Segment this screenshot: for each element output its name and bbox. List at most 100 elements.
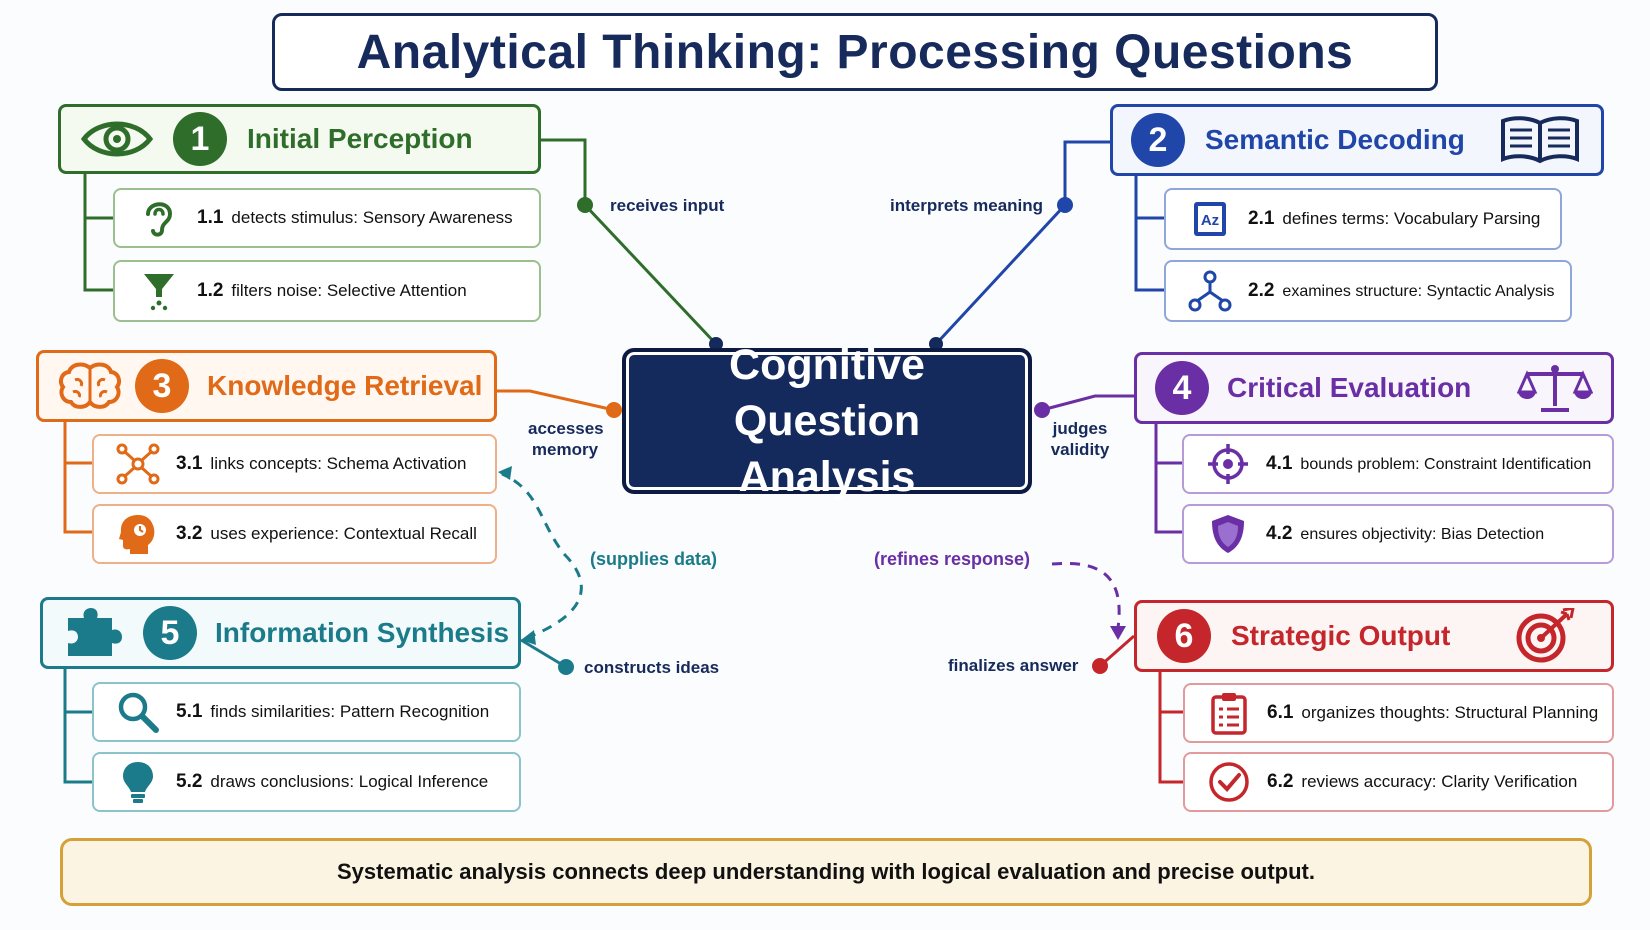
sub-5-2-id: 5.2 [176,771,203,792]
sub-4-2-id: 4.2 [1266,523,1293,544]
node-5-number: 5 [143,606,197,660]
sub-5-2-text: draws conclusions: Logical Inference [210,772,489,791]
node-4-number: 4 [1155,361,1209,415]
page-title: Analytical Thinking: Processing Question… [356,25,1354,79]
node-2-number: 2 [1131,113,1185,167]
node-4-label: Critical Evaluation [1227,372,1472,403]
tree-3 [63,420,92,534]
sub-1-2-id: 1.2 [197,280,224,301]
funnel-icon [137,269,181,313]
node-6-number: 6 [1157,609,1211,663]
sub-1-2-text: filters noise: Selective Attention [231,281,467,300]
sub-5-1-id: 5.1 [176,701,203,722]
sub-6-2-id: 6.2 [1267,771,1294,792]
sub-6-2[interactable]: 6.2 reviews accuracy: Clarity Verificatio… [1183,752,1614,812]
sub-4-1-id: 4.1 [1266,453,1293,474]
sub-6-1[interactable]: 6.1 organizes thoughts: Structural Planni… [1183,683,1614,743]
connector-4-dot [1034,402,1050,418]
network-icon [116,442,160,486]
connector-2-dot [1057,197,1073,213]
label-receives-input: receives input [610,196,725,215]
lightbulb-icon [116,760,160,804]
label-refines-response: (refines response) [874,549,1031,569]
sub-1-2[interactable]: 1.2 filters noise: Selective Attention [113,260,541,322]
label-constructs-ideas: constructs ideas [584,658,720,677]
connector-4 [1041,394,1134,412]
node-1-label: Initial Perception [247,123,473,154]
sub-3-2[interactable]: 3.2 uses experience: Contextual Recall [92,504,497,564]
sub-4-2-text: ensures objectivity: Bias Detection [1300,526,1545,543]
connector-1 [539,138,718,346]
sub-2-2-id: 2.2 [1248,280,1275,301]
footer-summary: Systematic analysis connects deep unders… [60,838,1592,906]
sub-4-2[interactable]: 4.2 ensures objectivity: Bias Detection [1182,504,1614,564]
sub-6-1-text: organizes thoughts: Structural Planning [1301,703,1599,722]
central-node-label: Cognitive Question Analysis [729,341,925,501]
node-2-label: Semantic Decoding [1205,124,1465,155]
tree-1 [83,172,113,292]
brain-icon [55,362,125,410]
sub-3-2-id: 3.2 [176,523,203,544]
node-6-header[interactable]: 6 Strategic Output [1134,600,1614,672]
sub-5-1[interactable]: 5.1 finds similarities: Pattern Recogniti… [92,682,521,742]
sub-1-1-id: 1.1 [197,207,224,228]
supplies-data-arrowhead-top [498,466,512,480]
scales-icon [1517,362,1593,414]
target-icon [1513,608,1575,664]
connector-2-end [929,337,943,351]
label-supplies-data: (supplies data) [590,549,718,569]
connector-2 [934,140,1110,346]
connector-5 [520,638,567,669]
sub-2-2[interactable]: 2.2 examines structure: Syntactic Analysi… [1164,260,1572,322]
sub-5-2[interactable]: 5.2 draws conclusions: Logical Inference [92,752,521,812]
sub-6-2-text: reviews accuracy: Clarity Verification [1301,772,1578,791]
label-interprets-meaning: interprets meaning [890,196,1044,215]
footer-text: Systematic analysis connects deep unders… [336,859,1315,884]
node-4-header[interactable]: 4 Critical Evaluation [1134,352,1614,424]
central-node[interactable]: Cognitive Question Analysis [622,341,1032,501]
sub-2-1[interactable]: Az 2.1 defines terms: Vocabulary Parsing [1164,188,1562,250]
connector-5-dot [558,659,574,675]
refines-response-arrow [1051,561,1121,629]
node-5-header[interactable]: 5 Information Synthesis [40,597,521,669]
label-finalizes-answer: finalizes answer [948,656,1079,675]
label-accesses-memory: accesses memory [528,419,604,459]
node-3-header[interactable]: 3 Knowledge Retrieval [36,350,497,422]
puzzle-icon [63,608,125,658]
connector-3 [497,389,615,412]
sub-2-1-text: defines terms: Vocabulary Parsing [1282,209,1541,228]
node-2-header[interactable]: 2 Semantic Decoding [1110,104,1604,176]
sub-5-1-text: finds similarities: Pattern Recognition [210,702,490,721]
sub-3-1-id: 3.1 [176,453,203,474]
connector-1-dot [577,197,593,213]
node-3-label: Knowledge Retrieval [207,370,483,401]
node-3-number: 3 [135,359,189,413]
sub-6-1-id: 6.1 [1267,702,1294,723]
book-icon [1499,115,1581,165]
sub-1-1[interactable]: 1.1 detects stimulus: Sensory Awareness [113,188,541,248]
sub-2-2-text: examines structure: Syntactic Analysis [1282,283,1555,300]
tree-structure-icon [1188,269,1232,313]
tree-6 [1158,670,1183,784]
label-judges-validity: judges validity [1050,419,1110,459]
magnifier-icon [116,690,160,734]
ear-icon [137,196,181,240]
dictionary-icon: Az [1188,197,1232,241]
sub-3-1-text: links concepts: Schema Activation [210,454,467,473]
sub-2-1-id: 2.1 [1248,208,1275,229]
sub-3-2-text: uses experience: Contextual Recall [210,524,477,543]
node-1-header[interactable]: 1 Initial Perception [58,104,541,174]
sub-3-1[interactable]: 3.1 links concepts: Schema Activation [92,434,497,494]
refines-response-arrowhead [1110,626,1126,640]
tree-4 [1154,422,1182,534]
connector-3-dot [606,402,622,418]
sub-1-1-text: detects stimulus: Sensory Awareness [231,208,513,227]
supplies-data-arrow [501,472,583,640]
node-1-number: 1 [173,112,227,166]
eye-icon [77,119,157,159]
page-title-box: Analytical Thinking: Processing Question… [272,13,1438,91]
head-memory-icon [116,512,160,556]
tree-2 [1134,176,1164,292]
